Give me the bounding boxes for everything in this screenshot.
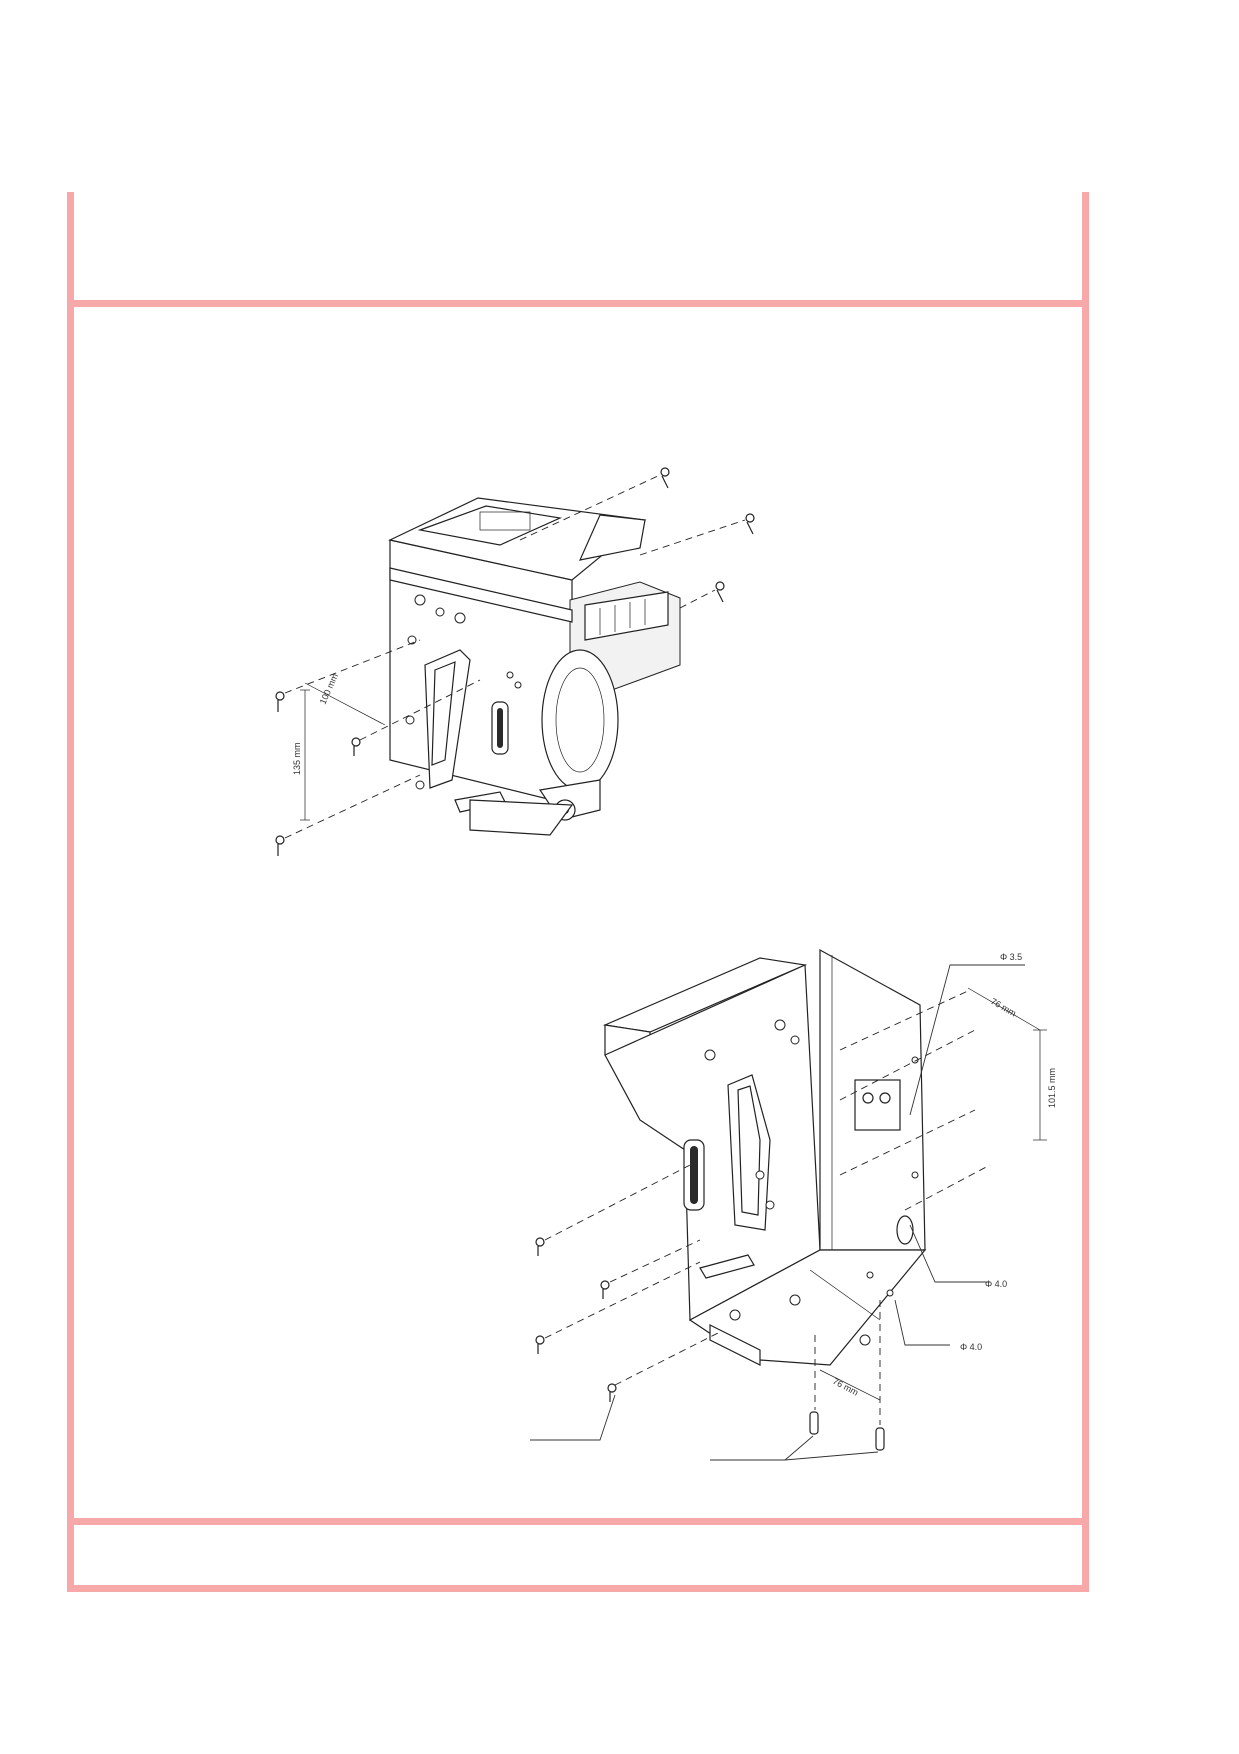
screw-bottom-4: [607, 1331, 721, 1402]
frame-footer-divider: [67, 1518, 1089, 1525]
screw-top-1: [519, 467, 670, 541]
frame-right-border: [1082, 192, 1089, 1592]
pin-1: [809, 1411, 819, 1435]
figure-top-assembly: 135 mm 100 mm: [275, 467, 755, 856]
page-frame: [67, 192, 1089, 1592]
dim-vertical: 101.5 mm: [1047, 1068, 1057, 1108]
dim-hole-base: Φ 4.0: [960, 1342, 982, 1352]
screw-top-2: [639, 513, 755, 556]
dim-top-vertical: 135 mm: [292, 742, 302, 775]
frame-header-divider: [67, 300, 1089, 307]
pin-2: [875, 1427, 885, 1451]
dim-horizontal-top: 76 mm: [989, 996, 1018, 1018]
figure-bottom-bracket: Φ 3.5 76 mm 101.5 mm Φ 4.0 Φ 4.0 76 mm: [530, 948, 1057, 1461]
screw-left-3: [275, 774, 421, 856]
screw-bottom-1: [535, 1164, 691, 1256]
dim-hole-side: Φ 4.0: [985, 1279, 1007, 1289]
screw-bottom-2: [600, 1239, 701, 1299]
dim-hole-top: Φ 3.5: [1000, 952, 1022, 962]
frame-bottom-border: [67, 1585, 1089, 1592]
screw-top-3: [679, 581, 725, 609]
frame-left-border: [67, 192, 74, 1592]
dim-horizontal-base: 76 mm: [831, 1376, 860, 1398]
dim-top-horizontal: 100 mm: [318, 672, 340, 706]
screw-left-2: [351, 679, 481, 756]
screw-bottom-3: [535, 1261, 701, 1354]
